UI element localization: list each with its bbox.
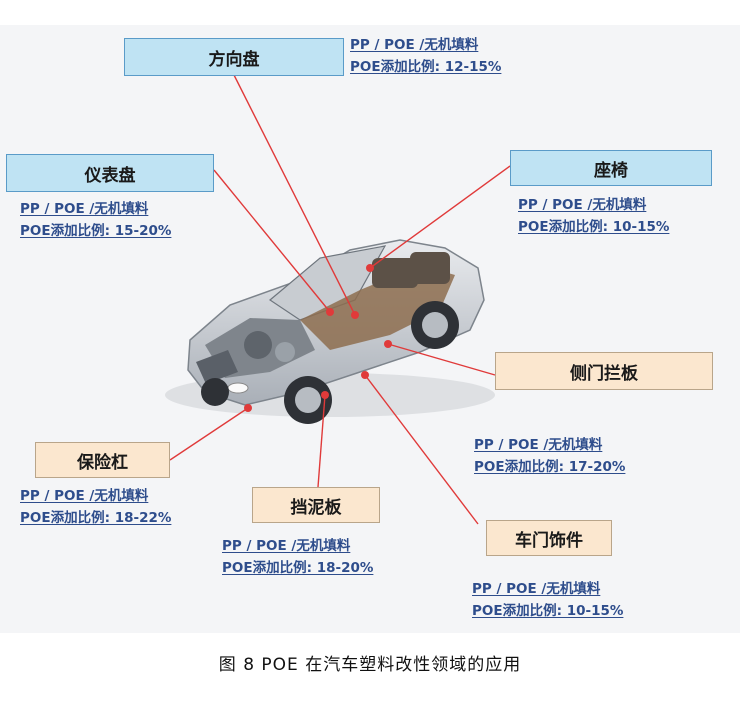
leader-line-dashboard	[214, 170, 330, 312]
spec-material: PP / POE /无机填料	[472, 578, 623, 600]
spec-fender: PP / POE /无机填料 POE添加比例: 18-20%	[222, 535, 373, 579]
leader-line-bumper	[170, 408, 248, 460]
callout-bumper: 保险杠	[35, 442, 170, 478]
leader-line-seat	[370, 166, 510, 268]
spec-material: PP / POE /无机填料	[222, 535, 373, 557]
anchor-dot-side-door-panel	[384, 340, 392, 348]
callout-label: 座椅	[594, 156, 628, 181]
figure-caption: 图 8 POE 在汽车塑料改性领域的应用	[0, 650, 740, 675]
spec-seat: PP / POE /无机填料 POE添加比例: 10-15%	[518, 194, 669, 238]
leader-line-fender	[318, 395, 325, 487]
spec-bumper: PP / POE /无机填料 POE添加比例: 18-22%	[20, 485, 171, 529]
callout-label: 车门饰件	[515, 526, 583, 551]
callout-label: 挡泥板	[291, 493, 342, 518]
spec-material: PP / POE /无机填料	[20, 485, 171, 507]
spec-dashboard: PP / POE /无机填料 POE添加比例: 15-20%	[20, 198, 171, 242]
spec-material: PP / POE /无机填料	[474, 434, 625, 456]
spec-ratio: POE添加比例: 15-20%	[20, 220, 171, 242]
callout-door-trim: 车门饰件	[486, 520, 612, 556]
anchor-dot-steering-wheel	[351, 311, 359, 319]
callout-side-door-panel: 侧门拦板	[495, 352, 713, 390]
anchor-dot-fender	[321, 391, 329, 399]
spec-ratio: POE添加比例: 10-15%	[518, 216, 669, 238]
anchor-dot-seat	[366, 264, 374, 272]
spec-material: PP / POE /无机填料	[350, 34, 501, 56]
anchor-dot-dashboard	[326, 308, 334, 316]
callout-fender: 挡泥板	[252, 487, 380, 523]
callout-seat: 座椅	[510, 150, 712, 186]
spec-ratio: POE添加比例: 18-20%	[222, 557, 373, 579]
spec-material: PP / POE /无机填料	[20, 198, 171, 220]
anchor-dot-bumper	[244, 404, 252, 412]
spec-ratio: POE添加比例: 17-20%	[474, 456, 625, 478]
spec-door-trim: PP / POE /无机填料 POE添加比例: 10-15%	[472, 578, 623, 622]
leader-line-side-door-panel	[388, 344, 495, 375]
spec-ratio: POE添加比例: 18-22%	[20, 507, 171, 529]
leader-line-door-trim	[365, 375, 478, 524]
callout-label: 仪表盘	[85, 161, 136, 186]
callout-label: 侧门拦板	[570, 359, 638, 384]
callout-steering-wheel: 方向盘	[124, 38, 344, 76]
spec-material: PP / POE /无机填料	[518, 194, 669, 216]
callout-label: 保险杠	[77, 448, 128, 473]
spec-ratio: POE添加比例: 12-15%	[350, 56, 501, 78]
spec-ratio: POE添加比例: 10-15%	[472, 600, 623, 622]
callout-dashboard: 仪表盘	[6, 154, 214, 192]
callout-label: 方向盘	[209, 45, 260, 70]
anchor-dot-door-trim	[361, 371, 369, 379]
spec-steering-wheel: PP / POE /无机填料 POE添加比例: 12-15%	[350, 34, 501, 78]
spec-side-door-panel: PP / POE /无机填料 POE添加比例: 17-20%	[474, 434, 625, 478]
leader-line-steering-wheel	[234, 75, 355, 315]
